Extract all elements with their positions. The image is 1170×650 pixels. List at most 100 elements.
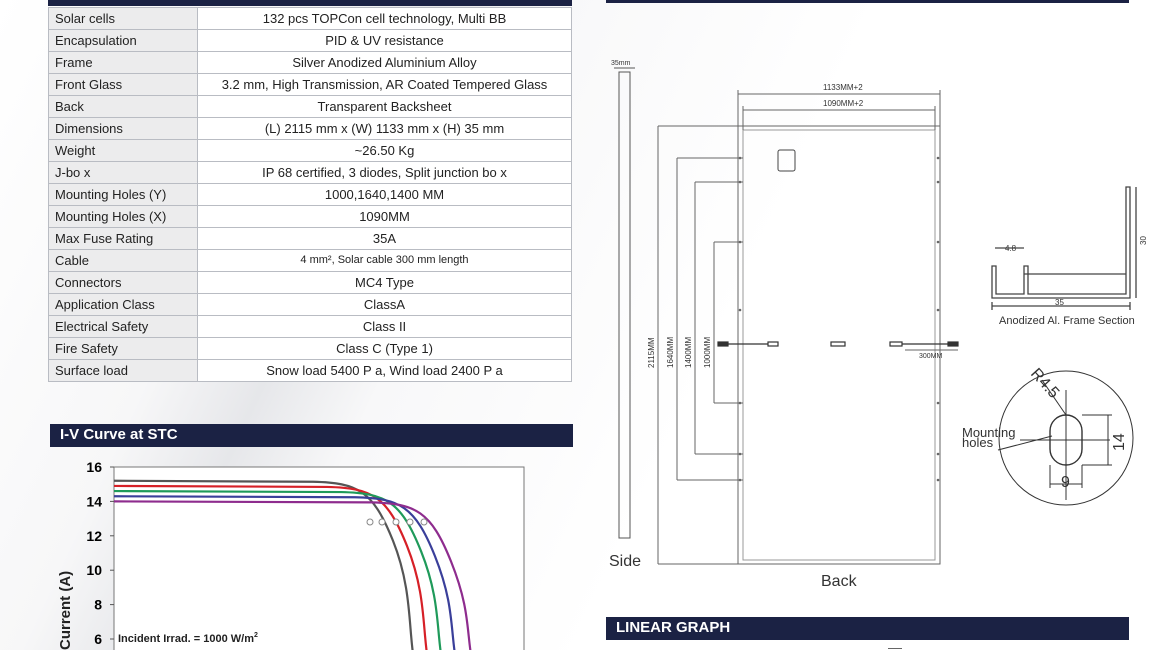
cable-length-label: 300MM	[919, 353, 943, 360]
length-total-label: 2115MM	[647, 337, 656, 368]
back-label: Back	[821, 573, 858, 590]
spec-label: Mounting Holes (X)	[48, 205, 198, 228]
iv-mpp-point	[420, 518, 428, 526]
spec-row: Dimensions(L) 2115 mm x (W) 1133 mm x (H…	[48, 117, 572, 140]
iv-y-tick-label: 16	[86, 459, 102, 475]
spec-label: Fire Safety	[48, 337, 198, 360]
spec-value: PID & UV resistance	[197, 29, 572, 52]
hole-radius-label: R4.5	[1027, 365, 1062, 402]
iv-curve-series	[113, 495, 456, 650]
frame-caption: Anodized Al. Frame Section	[999, 315, 1135, 327]
spec-value: Class C (Type 1)	[197, 337, 572, 360]
spec-value: (L) 2115 mm x (W) 1133 mm x (H) 35 mm	[197, 117, 572, 140]
spec-value: ClassA	[197, 293, 572, 316]
iv-annotation: Incident Irrad. = 1000 W/m2	[118, 632, 258, 645]
spec-value: 4 mm², Solar cable 300 mm length	[197, 249, 572, 272]
iv-y-tick-label: 14	[86, 493, 102, 509]
back-frame-inner	[742, 129, 936, 561]
spec-label: Application Class	[48, 293, 198, 316]
mounting-label-1: Mounting	[962, 425, 1015, 440]
iv-mpp-point	[378, 518, 386, 526]
spec-label: Dimensions	[48, 117, 198, 140]
spec-label: Frame	[48, 51, 198, 74]
iv-y-axis-label: Current (A)	[57, 571, 74, 650]
spec-row: Weight~26.50 Kg	[48, 139, 572, 162]
iv-curve-title: I-V Curve at STC	[50, 424, 573, 447]
spec-label: Electrical Safety	[48, 315, 198, 338]
spec-row: Mounting Holes (X)1090MM	[48, 205, 572, 228]
iv-y-tick-label: 10	[86, 562, 102, 578]
hole-1000-label: 1000MM	[703, 337, 712, 368]
hole-1400-label: 1400MM	[684, 337, 693, 368]
frame-dim-35: 35	[1055, 298, 1064, 307]
spec-label: Front Glass	[48, 73, 198, 96]
spec-value: 3.2 mm, High Transmission, AR Coated Tem…	[197, 73, 572, 96]
spec-label: Connectors	[48, 271, 198, 294]
spec-value: 1000,1640,1400 MM	[197, 183, 572, 206]
hole-height-label: 14	[1111, 433, 1128, 451]
spec-label: Cable	[48, 249, 198, 272]
spec-value: 1090MM	[197, 205, 572, 228]
spec-label: J-bo x	[48, 161, 198, 184]
frame-section	[991, 186, 1137, 310]
spec-label: Mounting Holes (Y)	[48, 183, 198, 206]
iv-curve-series	[113, 489, 442, 650]
spec-label: Encapsulation	[48, 29, 198, 52]
spec-table-header-bar	[48, 0, 572, 6]
module-drawing: 35mm Side	[609, 60, 1148, 590]
spec-value: 132 pcs TOPCon cell technology, Multi BB	[197, 7, 572, 30]
linear-graph-title: LINEAR GRAPH	[606, 617, 1129, 640]
spec-row: Mounting Holes (Y)1000,1640,1400 MM	[48, 183, 572, 206]
hole-1640-label: 1640MM	[666, 337, 675, 368]
spec-value: Snow load 5400 P a, Wind load 2400 P a	[197, 359, 572, 382]
iv-curve-series	[113, 500, 472, 650]
side-label: Side	[609, 553, 641, 570]
junction-box	[777, 149, 796, 172]
spec-label: Weight	[48, 139, 198, 162]
width-outer-label: 1133MM+2	[823, 83, 863, 92]
iv-plot-frame	[113, 466, 525, 650]
iv-y-tick-label: 12	[86, 528, 102, 544]
spec-label: Back	[48, 95, 198, 118]
spec-value: IP 68 certified, 3 diodes, Split junctio…	[197, 161, 572, 184]
mounting-hole-detail	[997, 370, 1134, 506]
frame-dim-30: 30	[1139, 236, 1148, 245]
spec-value: MC4 Type	[197, 271, 572, 294]
mounting-hole-marks	[738, 156, 940, 482]
cables	[717, 341, 959, 347]
iv-curve-series	[113, 484, 428, 650]
spec-value: 35A	[197, 227, 572, 250]
spec-value: Class II	[197, 315, 572, 338]
spec-label: Max Fuse Rating	[48, 227, 198, 250]
spec-value: Transparent Backsheet	[197, 95, 572, 118]
spec-label: Solar cells	[48, 7, 198, 30]
width-inner-label: 1090MM+2	[823, 99, 864, 108]
iv-y-tick-label: 6	[94, 631, 102, 647]
iv-chart: 16 14 12 10 8 6 Current (A) Incident Irrad. =…	[57, 459, 525, 650]
side-view	[614, 67, 635, 539]
back-view	[657, 90, 958, 565]
mounting-label-2: holes	[962, 435, 994, 450]
side-thickness-label: 35mm	[611, 60, 631, 67]
iv-y-tick-label: 8	[94, 597, 102, 613]
iv-mpp-point	[406, 518, 414, 526]
iv-mpp-point	[366, 518, 374, 526]
spec-value: Silver Anodized Aluminium Alloy	[197, 51, 572, 74]
side-profile	[618, 71, 631, 539]
linear-legend-line	[888, 644, 1128, 650]
spec-label: Surface load	[48, 359, 198, 382]
